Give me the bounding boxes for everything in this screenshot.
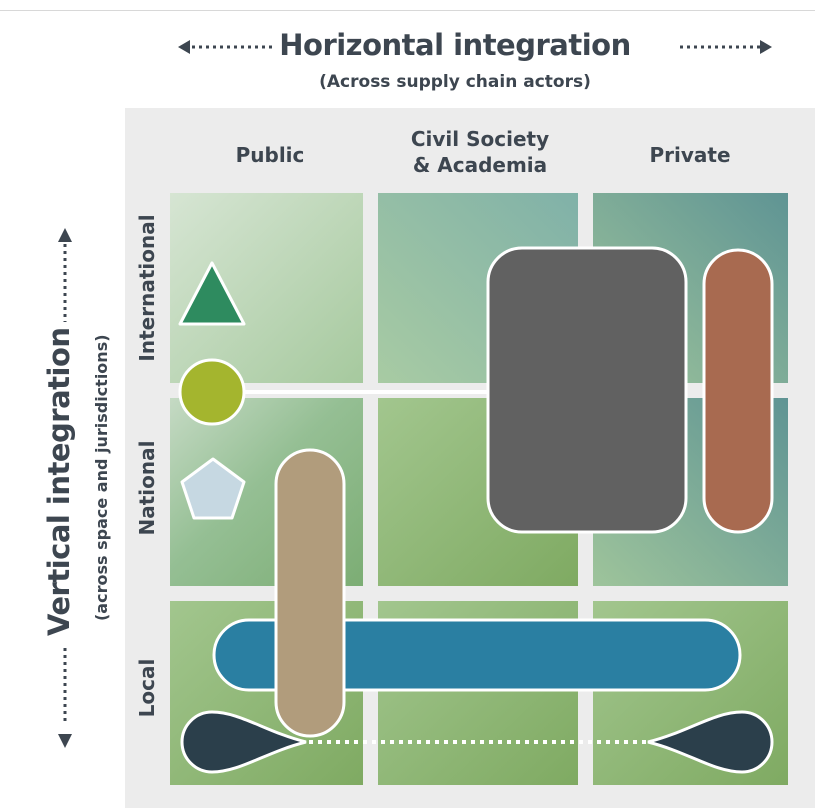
vertical-axis-title: Vertical integration [42, 327, 76, 636]
horizontal-axis-subtitle: (Across supply chain actors) [319, 72, 591, 92]
horizontal-arrow-left [178, 40, 272, 54]
column-label-civil-society: Civil Society & Academia [380, 126, 580, 178]
row-label-national: National [135, 440, 159, 536]
row-label-international: International [135, 214, 159, 362]
right-drop-icon [647, 710, 774, 774]
horizontal-arrow-right [680, 40, 772, 54]
column-label-public: Public [235, 143, 305, 167]
tan-pill [274, 448, 346, 738]
column-label-civil-line2: & Academia [412, 153, 548, 177]
triangle-icon [178, 261, 246, 326]
left-drop-icon [180, 710, 307, 774]
row-label-local: Local [135, 658, 159, 718]
circle-icon [178, 358, 246, 426]
horizontal-axis-title: Horizontal integration [279, 28, 631, 62]
column-label-civil-line1: Civil Society [410, 127, 550, 151]
red-pill [702, 248, 774, 534]
vertical-arrow-up [58, 228, 72, 322]
top-divider [0, 10, 815, 11]
gray-block [486, 246, 688, 534]
vertical-axis-subtitle: (across space and jurisdictions) [92, 334, 111, 621]
vertical-arrow-down [58, 648, 72, 748]
column-label-private: Private [649, 143, 731, 167]
pentagon-icon [180, 457, 246, 520]
